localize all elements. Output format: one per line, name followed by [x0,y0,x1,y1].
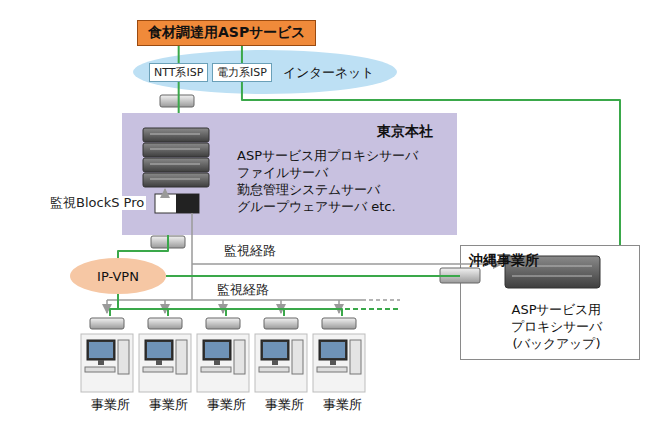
network-line [242,82,620,245]
monitor-icon [319,340,347,360]
office-frame [197,334,249,392]
keyboard-icon [143,367,173,372]
device-label: 監視BlockS Pro [48,196,146,210]
monitor-icon [261,340,289,360]
network-line [118,294,342,316]
node-label: 東京本社 [377,123,433,141]
node-label: 事業所 [312,396,372,414]
network-line [118,294,168,316]
network-line [241,46,243,63]
monitor-icon [87,340,115,360]
network-line [118,294,284,316]
network-line [118,294,226,316]
screen-icon [263,342,287,358]
node-label: インターネット [283,64,374,82]
monitor-route [107,300,339,313]
node-label: 事業所 [138,396,198,414]
isp-box: NTT系ISP [149,63,208,82]
monitor-icon [203,340,231,360]
stand-icon [98,360,104,365]
node-label: 沖縄事業所 [469,252,539,270]
tower-icon [350,340,361,374]
monitor-arrow [222,300,224,313]
stand-icon [272,360,278,365]
monitor-arrow [280,300,282,313]
node-label: 食材調達用ASPサービス [148,24,305,40]
vpn-cloud: IP-VPN [70,258,166,294]
node-label: 事業所 [196,396,256,414]
keyboard-icon [85,367,115,372]
network-line [118,235,168,258]
monitor-route [107,189,502,300]
router-icon [264,318,298,329]
route-label: 監視経路 [215,283,271,297]
node-label: 電力系ISP [217,66,267,79]
office-illustration [313,318,365,392]
office-frame [139,334,191,392]
service-box: 食材調達用ASPサービス [137,20,316,46]
router-icon [160,95,194,107]
tower-icon [292,340,303,374]
monitor-arrow [164,300,166,313]
stand-icon [330,360,336,365]
network-line [178,46,180,63]
office-frame [255,334,307,392]
node-label: 事業所 [80,396,140,414]
monitor-arrow [338,300,340,313]
screen-icon [321,342,345,358]
office-illustration [139,318,191,392]
tower-icon [176,340,187,374]
node-label: 事業所 [254,396,314,414]
internet-cloud: インターネット NTT系ISP 電力系ISP [133,50,397,94]
stand-icon [156,360,162,365]
network-line [166,275,460,277]
node-body: ASPサービス用 プロキシサーバ (バックアップ) [494,301,619,352]
router-icon [90,318,124,329]
network-line [110,294,118,316]
stand-icon [214,360,220,365]
tower-icon [118,340,129,374]
keyboard-icon [317,367,347,372]
network-line [178,82,180,113]
monitor-device [155,194,199,213]
monitor-icon [145,340,173,360]
node-label: NTT系ISP [154,66,203,79]
node-label: IP-VPN [70,269,166,284]
screen-icon [89,342,113,358]
office-frame [81,334,133,392]
office-illustration [255,318,307,392]
route-label: 監視経路 [222,244,278,258]
office-illustration [197,318,249,392]
office-frame [313,334,365,392]
server-icon [505,256,600,288]
screen-icon [205,342,229,358]
tower-icon [234,340,245,374]
router-icon [148,318,182,329]
router-icon [322,318,356,329]
keyboard-icon [259,367,289,372]
server-stack [143,128,209,187]
keyboard-icon [201,367,231,372]
router-icon [206,318,240,329]
network-line [345,308,400,310]
monitor-arrow [106,300,108,313]
office-illustration [81,318,133,392]
screen-icon [147,342,171,358]
node-body: ASPサービス用プロキシサーバ ファイルサーバ 勤怠管理システムサーバ グループ… [237,147,442,215]
isp-box: 電力系ISP [212,63,272,82]
